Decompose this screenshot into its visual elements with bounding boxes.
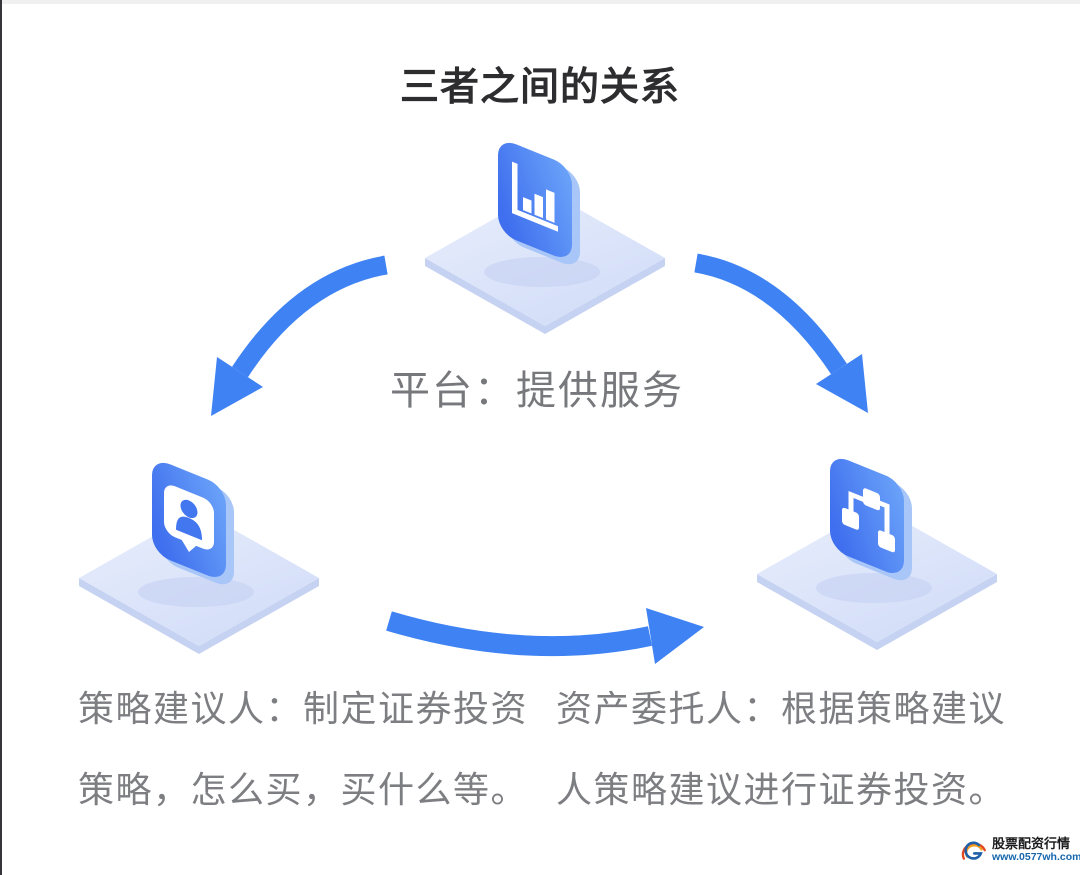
tile — [498, 142, 580, 265]
person-bubble-icon — [79, 462, 319, 654]
trustor-description: 资产委托人：根据策略建议 人策略建议进行证券投资。 — [556, 668, 1006, 830]
tile-shadow — [816, 573, 932, 603]
platform-label: 平台：提供服务 — [390, 369, 684, 413]
watermark: 股票配资行情 www.0577wh.com — [958, 835, 1080, 864]
tile — [830, 458, 912, 581]
arrow-platform-to-trustor — [694, 253, 868, 413]
node-advisor — [74, 440, 324, 680]
watermark-brand: 股票配资行情 — [992, 835, 1071, 851]
top-edge-strip — [0, 0, 1080, 4]
arrow-advisor-to-trustor — [386, 608, 704, 664]
node-trustor — [752, 436, 1002, 676]
trustor-description-line1: 资产委托人：根据策略建议 — [556, 688, 1007, 729]
arrow-platform-to-advisor — [211, 255, 388, 416]
person-bubble-glyph — [164, 485, 214, 552]
bar-chart-icon — [425, 142, 665, 334]
tile-shadow — [484, 257, 600, 287]
advisor-description-line1: 策略建议人：制定证券投资 — [78, 688, 529, 729]
org-flow-icon — [757, 458, 997, 650]
watermark-logo-icon — [961, 841, 986, 860]
left-edge-line — [0, 0, 2, 875]
advisor-description-line2: 策略，怎么买，买什么等。 — [78, 769, 529, 810]
advisor-description: 策略建议人：制定证券投资 策略，怎么买，买什么等。 — [78, 668, 528, 830]
tile — [152, 462, 234, 585]
page-title: 三者之间的关系 — [399, 66, 680, 109]
tile-shadow — [138, 577, 254, 607]
trustor-description-line2: 人策略建议进行证券投资。 — [556, 769, 1007, 810]
org-flow-glyph — [842, 488, 895, 553]
watermark-site: www.0577wh.com — [992, 850, 1080, 863]
bar-chart-glyph — [512, 161, 558, 232]
node-platform — [420, 120, 670, 360]
